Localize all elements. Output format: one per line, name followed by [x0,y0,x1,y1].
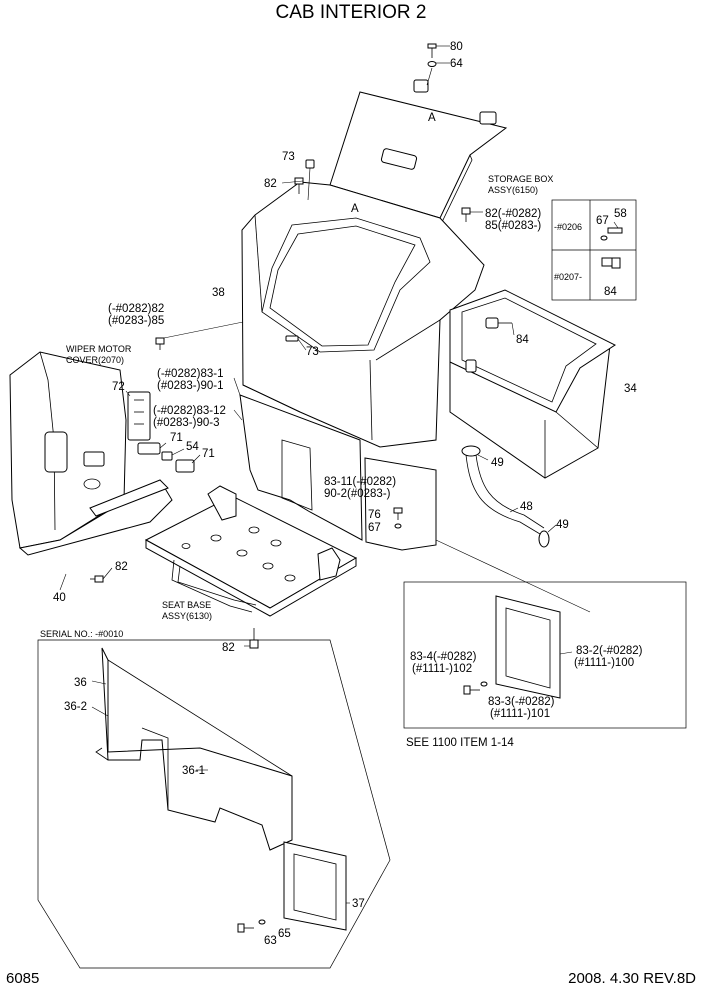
label-76: 76 [368,509,381,521]
bolt-82b [461,207,471,222]
label-63: 63 [264,935,277,947]
label-72: 72 [112,381,125,393]
label-83-1: (-#0282)83-1 [157,368,223,380]
label-37: 37 [352,898,365,910]
label-A-lid: A [428,112,436,124]
revision-stamp: 2008. 4.30 REV.8D [568,970,696,987]
label-83-2: 83-2(-#0282) [576,645,643,657]
label-36-1: 36-1 [182,765,205,777]
label-83-4: 83-4(-#0282) [410,651,477,663]
label-49-top: 49 [491,457,504,469]
item-71a [137,442,161,455]
washer-64 [427,61,437,67]
cap-73a [305,159,315,169]
wiper-motor-cover-40 [9,351,173,556]
label-102: (#1111-)102 [412,663,472,675]
item-54 [161,451,173,461]
cap-73b [285,335,299,342]
page-number: 6085 [6,970,39,987]
partition-panel-83-1 [239,394,363,541]
label-83-3: 83-3(-#0282) [488,696,555,708]
label-85-storage: 85(#0283-) [485,220,541,232]
bolt-82d [90,575,104,583]
partition-panel-36 [95,647,293,851]
label-38: 38 [212,287,225,299]
label-90-1: (#0283-)90-1 [157,380,223,392]
label-40: 40 [53,592,66,604]
bolt-76 [393,507,403,520]
label-90-2: 90-2(#0283-) [324,488,391,500]
label-seat-base-assy: ASSY(6130) [162,611,212,621]
label-90-3: (#0283-)90-3 [153,417,219,429]
bolt-82c [155,337,165,350]
label-85-side: (#0283-)85 [108,315,164,327]
serial-inset-box [551,199,637,301]
storage-box-lid [329,79,508,223]
screw-63 [237,923,254,933]
washer-67b [394,523,402,529]
label-65: 65 [278,928,291,940]
item-71b [175,459,195,473]
label-storage-box-assy: ASSY(6150) [488,185,538,195]
stud-84 [485,317,512,329]
washer-65 [258,919,266,925]
label-71-lower: 71 [202,448,215,460]
label-64: 64 [450,58,463,70]
label-49-bottom: 49 [556,519,569,531]
label-82-side: (-#0282)82 [108,303,164,315]
label-82-cover: 82 [115,561,128,573]
bolt-82e [249,628,259,649]
label-A-panel: A [351,203,359,215]
label-wiper-motor: WIPER MOTOR [66,344,132,354]
label-101: (#1111-)101 [490,708,550,720]
label-seat-base: SEAT BASE [162,600,211,610]
label-83-12: (-#0282)83-12 [153,405,226,417]
label-48: 48 [520,501,533,513]
label-80: 80 [450,41,463,53]
label-84-box: 84 [516,334,529,346]
partition-panel-83-11 [364,457,437,551]
page-title: CAB INTERIOR 2 [276,2,427,23]
label-inset-serial-top: -#0206 [554,222,582,232]
seat-base [144,485,358,617]
label-73-top: 73 [282,151,295,163]
cab-rear-panel-38 [241,181,485,448]
label-see-1100: SEE 1100 ITEM 1-14 [406,737,514,749]
bolt-80 [427,43,437,58]
label-wiper-cover: COVER(2070) [66,355,124,365]
see-1100-inset-box [403,581,687,729]
label-84-inset: 84 [604,286,617,298]
drain-hose-48 [461,445,550,548]
label-100: (#1111-)100 [574,657,634,669]
label-82-top: 82 [264,178,277,190]
label-34: 34 [624,383,637,395]
cover-plate-37 [283,841,347,931]
label-82-seat: 82 [222,642,235,654]
label-82-storage: 82(-#0282) [485,208,541,220]
label-serial-no: SERIAL NO.: -#0010 [40,629,123,639]
label-58: 58 [614,208,627,220]
label-67-panel: 67 [368,522,381,534]
label-83-11: 83-11(-#0282) [324,476,396,488]
label-36: 36 [74,677,87,689]
label-71-upper: 71 [170,432,183,444]
item-72 [127,391,151,441]
label-36-2: 36-2 [64,701,87,713]
serial-0010-box [37,639,391,969]
label-54: 54 [186,441,199,453]
label-73-panel: 73 [306,346,319,358]
label-67-inset: 67 [596,215,609,227]
label-inset-serial-bottom: #0207- [554,272,582,282]
label-storage-box: STORAGE BOX [488,174,553,184]
